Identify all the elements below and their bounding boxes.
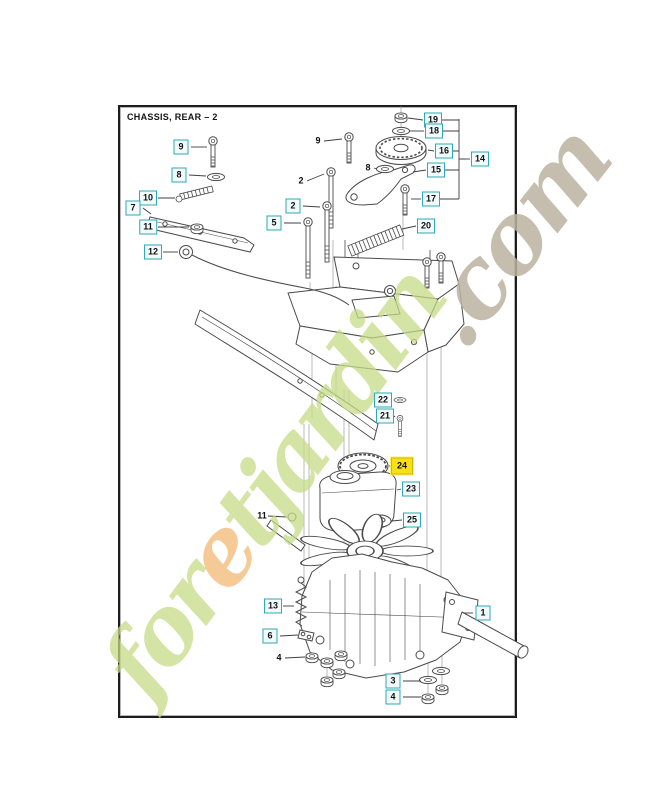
part-label-12[interactable]: 12 <box>143 244 163 260</box>
part-label-5[interactable]: 5 <box>266 215 282 231</box>
part-label-24[interactable]: 24 <box>390 457 414 475</box>
cable-ring-drawing <box>179 245 350 306</box>
part-label-11[interactable]: 11 <box>139 219 157 235</box>
group-bracket-lines <box>439 119 466 200</box>
part-label-2[interactable]: 2 <box>298 175 304 186</box>
part-label-15[interactable]: 15 <box>426 162 446 178</box>
part-label-9[interactable]: 9 <box>315 135 321 146</box>
part-label-23[interactable]: 23 <box>401 481 421 497</box>
part-label-9[interactable]: 9 <box>173 139 189 155</box>
part-label-6[interactable]: 6 <box>262 628 278 644</box>
chassis-drawing <box>194 240 465 441</box>
part-label-4[interactable]: 4 <box>385 689 401 705</box>
part-label-13[interactable]: 13 <box>263 598 283 614</box>
part-label-11[interactable]: 11 <box>257 510 267 521</box>
part-label-2[interactable]: 2 <box>285 198 301 214</box>
leader-lines <box>142 117 473 698</box>
diagram-title: CHASSIS, REAR – 2 <box>127 112 218 122</box>
pin-drawing <box>175 185 214 203</box>
part-label-25[interactable]: 25 <box>402 512 422 528</box>
part-label-17[interactable]: 17 <box>421 191 441 207</box>
part-label-20[interactable]: 20 <box>416 218 436 234</box>
transaxle-drawing <box>299 553 529 679</box>
pulley-drawing <box>375 136 427 165</box>
part-label-18[interactable]: 18 <box>424 123 444 139</box>
part-label-16[interactable]: 16 <box>434 143 454 159</box>
part-label-1[interactable]: 1 <box>475 605 491 621</box>
part-label-21[interactable]: 21 <box>375 408 395 424</box>
part-label-3[interactable]: 3 <box>385 673 401 689</box>
rod-drawing <box>266 512 306 552</box>
part-label-8[interactable]: 8 <box>171 167 187 183</box>
part-label-7[interactable]: 7 <box>125 200 141 216</box>
part-label-10[interactable]: 10 <box>138 190 158 206</box>
tension-spring-drawing <box>347 224 405 257</box>
bracket-drawing <box>297 629 315 642</box>
blade-bar-drawing <box>147 216 255 253</box>
part-label-22[interactable]: 22 <box>373 392 393 408</box>
idler-arm-drawing <box>345 164 416 206</box>
part-label-8[interactable]: 8 <box>365 162 371 173</box>
part-label-14[interactable]: 14 <box>470 151 490 167</box>
part-label-4[interactable]: 4 <box>276 652 282 663</box>
